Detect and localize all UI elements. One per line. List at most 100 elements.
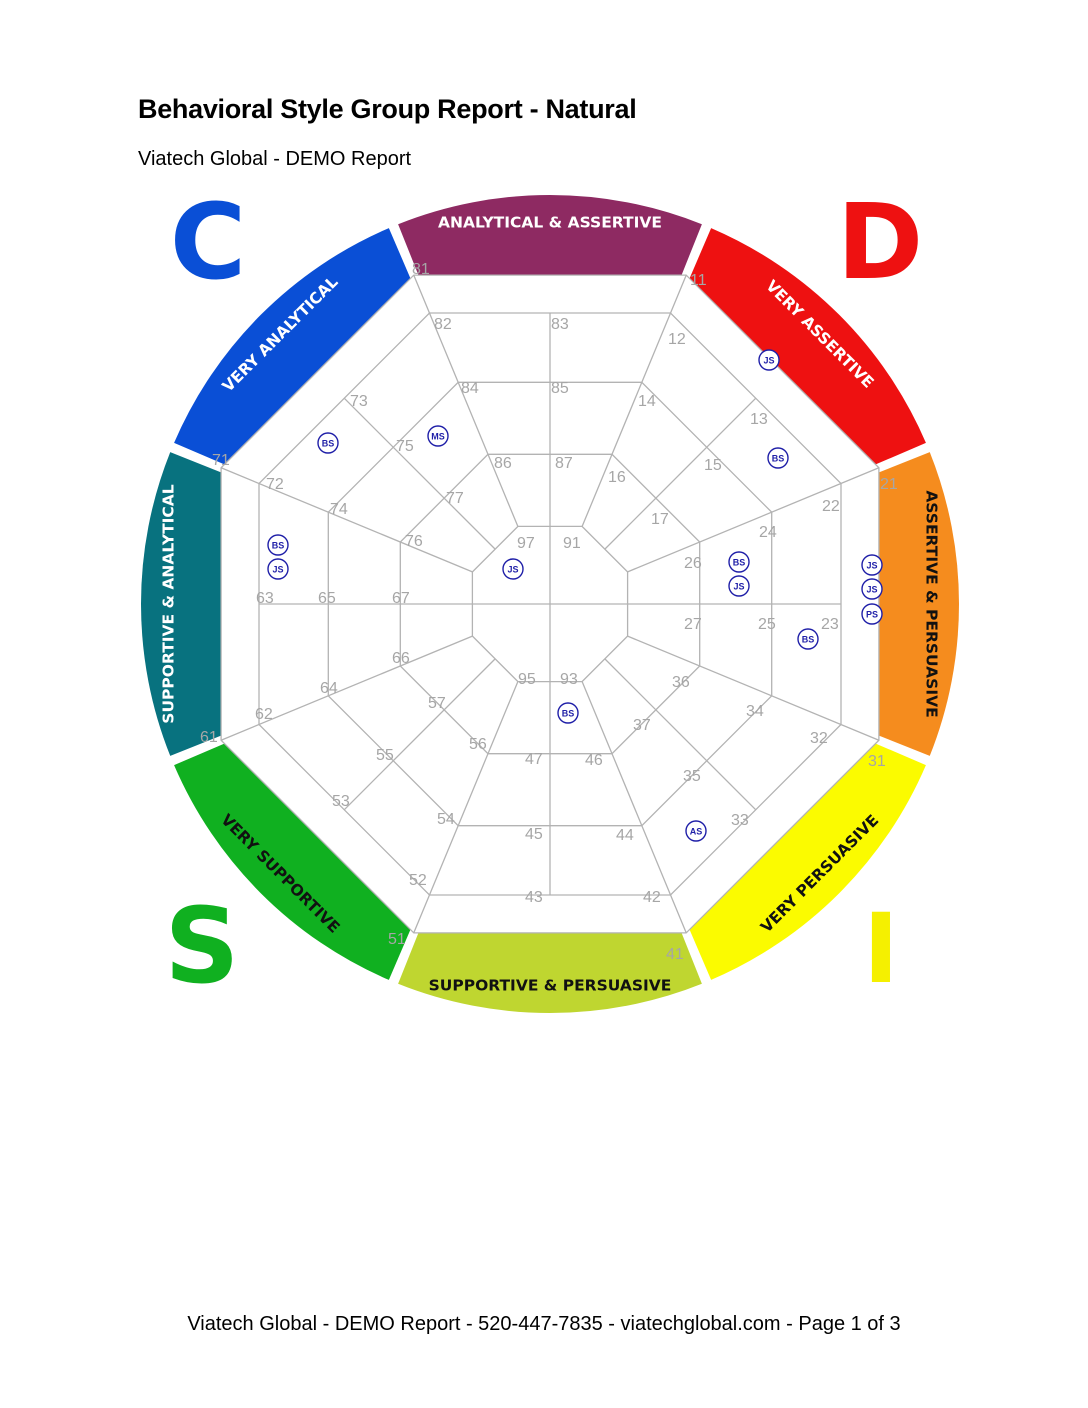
- cell-number: 53: [332, 793, 350, 810]
- cell-number: 56: [469, 736, 487, 753]
- radial-divider: [627, 635, 880, 741]
- marker-circle: [861, 603, 883, 625]
- cell-number: 77: [446, 490, 464, 507]
- segment-assertive-and-persuasive: [878, 452, 959, 756]
- marker-initials: AS: [690, 827, 703, 837]
- cell-number: 32: [810, 730, 828, 747]
- cell-number: 82: [434, 316, 452, 333]
- cell-number: 25: [758, 616, 776, 633]
- cell-number: 41: [666, 946, 684, 963]
- cell-number: 83: [551, 316, 569, 333]
- segment-label-supportive-and-persuasive: SUPPORTIVE & PERSUASIVE: [429, 977, 672, 995]
- marker-circle: [267, 534, 289, 556]
- marker-initials: BS: [322, 439, 335, 449]
- radial-divider: [627, 467, 880, 573]
- cell-number: 34: [746, 703, 764, 720]
- participant-marker: BS: [767, 447, 789, 469]
- cell-number: 76: [405, 533, 423, 550]
- marker-circle: [767, 447, 789, 469]
- cell-number: 24: [759, 524, 777, 541]
- cell-number: 47: [525, 751, 543, 768]
- segment-very-supportive: [174, 743, 411, 980]
- cell-number: 62: [255, 706, 273, 723]
- participant-marker: BS: [267, 534, 289, 556]
- segment-supportive-and-persuasive: [398, 932, 702, 1013]
- participant-marker: BS: [557, 702, 579, 724]
- cell-number: 37: [633, 717, 651, 734]
- cell-number: 81: [412, 261, 430, 278]
- marker-initials: JS: [866, 561, 877, 571]
- cell-number: 73: [350, 393, 368, 410]
- participant-marker: JS: [861, 578, 883, 600]
- sector-divider: [343, 658, 496, 811]
- cell-number: 35: [683, 768, 701, 785]
- cell-number: 42: [643, 889, 661, 906]
- marker-circle: [502, 558, 524, 580]
- cell-number: 55: [376, 747, 394, 764]
- cell-number: 93: [560, 671, 578, 688]
- sector-divider: [343, 397, 496, 550]
- cell-number: 33: [731, 812, 749, 829]
- cell-number: 74: [330, 501, 348, 518]
- radial-divider: [413, 274, 519, 527]
- cell-number: 84: [461, 380, 479, 397]
- quadrant-letters: C D S I: [165, 181, 924, 1007]
- cell-number: 91: [563, 535, 581, 552]
- cell-number: 31: [868, 753, 886, 770]
- participant-marker: BS: [797, 628, 819, 650]
- cell-number: 15: [704, 457, 722, 474]
- quadrant-letter-i: I: [863, 893, 899, 1005]
- quadrant-letter-s: S: [165, 885, 240, 1007]
- cell-number: 44: [616, 827, 634, 844]
- cell-number: 97: [517, 535, 535, 552]
- marker-circle: [861, 554, 883, 576]
- cell-number: 63: [256, 590, 274, 607]
- marker-circle: [427, 425, 449, 447]
- participant-marker: BS: [317, 432, 339, 454]
- cell-number: 13: [750, 411, 768, 428]
- cell-number: 14: [638, 393, 656, 410]
- octagon-grid: [220, 274, 880, 934]
- marker-initials: MS: [431, 432, 445, 442]
- quadrant-letter-c: C: [170, 181, 246, 303]
- cell-number: 52: [409, 872, 427, 889]
- cell-number: 67: [392, 590, 410, 607]
- marker-initials: BS: [562, 709, 575, 719]
- segment-very-persuasive: [689, 743, 926, 980]
- participant-marker: JS: [502, 558, 524, 580]
- marker-initials: JS: [272, 565, 283, 575]
- marker-initials: JS: [507, 565, 518, 575]
- cell-number: 95: [518, 671, 536, 688]
- marker-initials: BS: [802, 635, 815, 645]
- marker-circle: [797, 628, 819, 650]
- cell-number: 46: [585, 752, 603, 769]
- cell-number: 71: [212, 452, 230, 469]
- sector-divider: [604, 397, 757, 550]
- marker-initials: JS: [866, 585, 877, 595]
- participant-marker: MS: [427, 425, 449, 447]
- participant-marker: PS: [861, 603, 883, 625]
- radial-divider: [581, 274, 687, 527]
- report-title: Behavioral Style Group Report - Natural: [138, 94, 637, 124]
- octagon-ring-1: [471, 525, 629, 683]
- marker-circle: [728, 551, 750, 573]
- marker-circle: [758, 349, 780, 371]
- quadrant-letter-d: D: [837, 181, 923, 303]
- report-subtitle: Viatech Global - DEMO Report: [138, 148, 412, 170]
- radial-divider: [413, 681, 519, 934]
- cell-number: 23: [821, 616, 839, 633]
- participant-marker: AS: [685, 820, 707, 842]
- marker-initials: JS: [733, 582, 744, 592]
- participant-marker: JS: [728, 575, 750, 597]
- cell-number: 87: [555, 455, 573, 472]
- cell-number: 64: [320, 680, 338, 697]
- cell-number: 22: [822, 498, 840, 515]
- segment-label-assertive-and-persuasive: ASSERTIVE & PERSUASIVE: [923, 490, 941, 717]
- participant-marker: BS: [728, 551, 750, 573]
- radial-divider: [581, 681, 687, 934]
- marker-initials: BS: [772, 454, 785, 464]
- cell-number: 45: [525, 826, 543, 843]
- cell-number: 61: [200, 729, 218, 746]
